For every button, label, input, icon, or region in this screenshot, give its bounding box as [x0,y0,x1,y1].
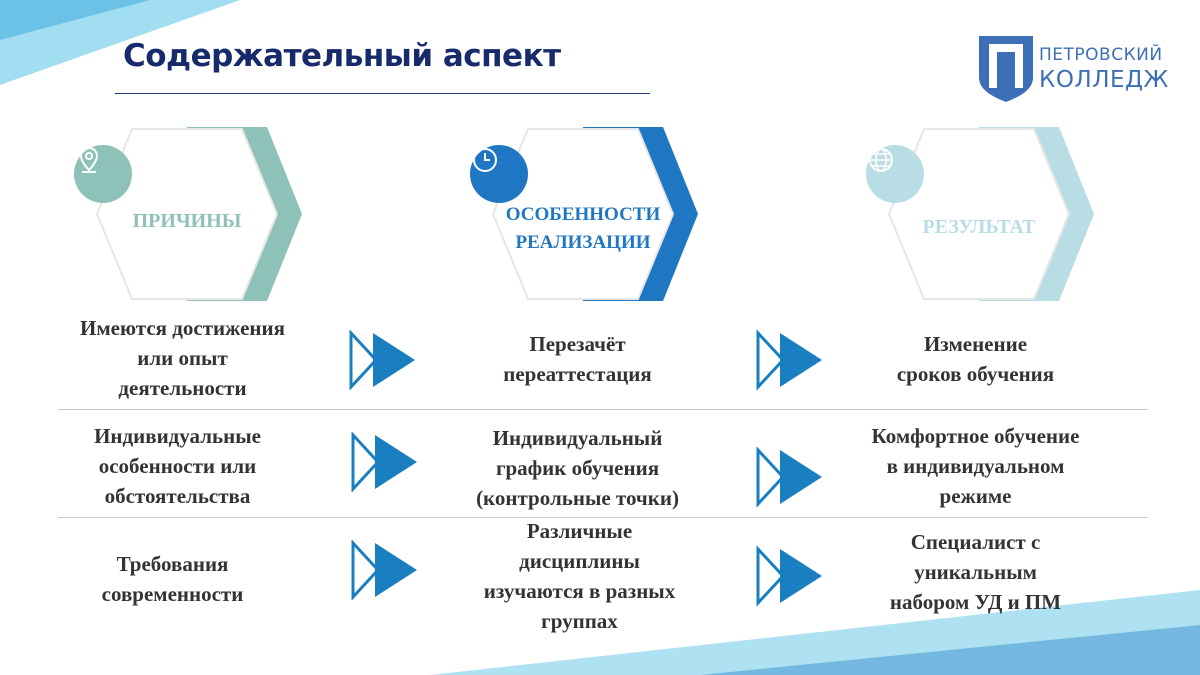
row3-feature-line1: Различные [526,519,633,543]
hexagon-shape [887,127,1094,301]
header-causes: ПРИЧИНЫ [72,127,302,301]
globe-icon [866,145,924,203]
row2-cause-line2: особенности или [98,454,257,478]
hexagon-shape [95,127,302,301]
row3-feature-line4: группах [541,609,618,633]
double-arrow-icon [351,432,417,492]
row1-feature-line1: Перезачёт [529,332,626,356]
title-underline [115,93,650,94]
header-result-label: РЕЗУЛЬТАТ [922,216,1036,238]
location-pin-icon [74,145,132,203]
row2-cause: Индивидуальные особенности или обстоятел… [40,420,315,512]
row2-feature-line2: график обучения [495,456,660,480]
row2-feature-line1: Индивидуальный [492,426,663,450]
double-arrow-icon [756,330,822,390]
row3-cause-line2: современности [101,582,244,606]
row3-result-line1: Специалист с [910,530,1041,554]
row-separator [58,517,1148,518]
row3-result-line2: уникальным [914,560,1037,584]
row3-result: Специалист с уникальным набором УД и ПМ [838,526,1113,618]
row1-result-line2: сроков обучения [896,362,1055,386]
row3-result-line3: набором УД и ПМ [889,590,1062,614]
header-features: ОСОБЕННОСТИ РЕАЛИЗАЦИИ [468,127,698,301]
row1-cause-line1: Имеются достижения [80,316,285,340]
header-features-label: ОСОБЕННОСТИ РЕАЛИЗАЦИИ [493,201,673,256]
header-features-line1: ОСОБЕННОСТИ [505,204,661,225]
row1-feature: Перезачёт переаттестация [440,328,715,390]
logo-text-line2: КОЛЛЕДЖ [1039,67,1169,93]
row3-feature-line3: изучаются в разных [483,579,676,603]
row2-result-line3: режиме [939,484,1012,508]
row3-feature-line2: дисциплины [519,549,640,573]
clock-icon [470,145,528,203]
logo-text-line1: ПЕТРОВСКИЙ [1039,45,1163,65]
row3-feature: Различные дисциплины изучаются в разных … [442,518,717,634]
row2-cause-line1: Индивидуальные [94,424,261,448]
row3-cause: Требования современности [35,548,310,610]
double-arrow-icon [349,330,415,390]
header-causes-label: ПРИЧИНЫ [132,210,242,232]
row1-cause-line3: деятельности [118,376,247,400]
header-features-line2: РЕАЛИЗАЦИИ [515,231,651,253]
row2-result-line2: в индивидуальном [886,454,1065,478]
row1-cause: Имеются достижения или опыт деятельности [45,312,320,404]
row1-feature-line2: переаттестация [503,362,652,386]
college-logo: ПЕТРОВСКИЙ КОЛЛЕДЖ [977,34,1169,104]
row2-result-line1: Комфортное обучение [871,424,1080,448]
double-arrow-icon [756,447,822,507]
row1-result: Изменение сроков обучения [838,328,1113,390]
row2-feature-line3: (контрольные точки) [476,486,679,510]
page-title: Содержательный аспект [123,38,561,74]
row2-cause-line3: обстоятельства [104,484,251,508]
row1-cause-line2: или опыт [137,346,228,370]
header-result: РЕЗУЛЬТАТ [864,127,1094,301]
row-separator [58,409,1148,410]
double-arrow-icon [756,546,822,606]
hexagon-shape [491,127,698,301]
double-arrow-icon [351,540,417,600]
row2-result: Комфортное обучение в индивидуальном реж… [838,420,1113,512]
row1-result-line1: Изменение [923,332,1028,356]
logo-shield-icon [979,36,1033,102]
row3-cause-line1: Требования [116,552,229,576]
row2-feature: Индивидуальный график обучения (контроль… [440,422,715,514]
